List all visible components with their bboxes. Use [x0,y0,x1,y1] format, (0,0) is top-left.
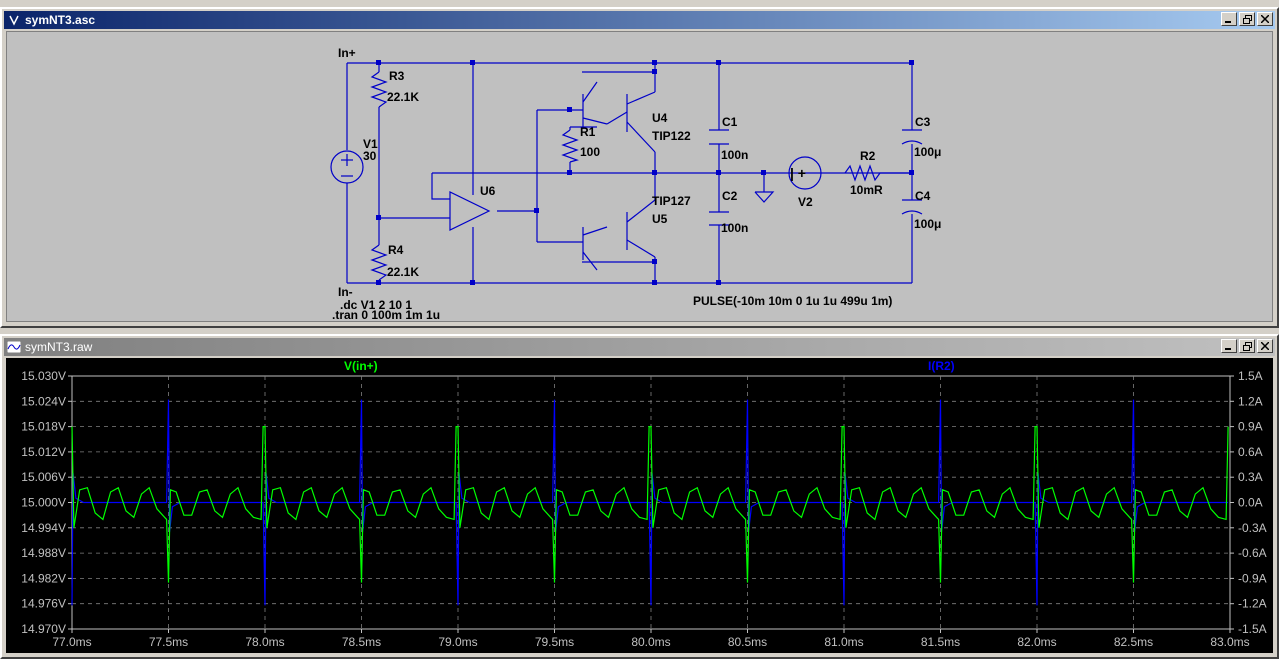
schematic-window: symNT3.asc [0,7,1279,328]
minimize-icon [1225,348,1231,350]
label-c4-value: 100μ [914,217,941,231]
label-r3-value: 22.1K [387,90,419,104]
label-r2-value: 10mR [850,183,883,197]
label-v1-value: 30 [363,149,377,163]
label-r2: R2 [860,149,876,163]
minimize-button[interactable] [1221,12,1237,26]
label-r1: R1 [580,125,596,139]
waveform-title: symNT3.raw [25,340,93,354]
y-right-tick-label: -0.3A [1238,521,1267,535]
dc-directive[interactable]: .dc V1 2 10 1 [340,298,412,312]
y-left-tick-label: 15.006V [21,470,66,484]
plot-axes: 77.0ms 77.5ms 78.0ms 78.5ms 79.0ms 79.5ms 80.0… [21,369,1266,649]
trace-label-i-r2[interactable]: I(R2) [928,359,955,373]
restore-button[interactable] [1239,12,1255,26]
label-r4: R4 [388,243,404,257]
y-left-tick-label: 15.012V [21,445,66,459]
label-in-plus: In+ [338,46,356,60]
y-left-tick-label: 14.982V [21,571,66,585]
waveform-icon [7,340,21,354]
label-u4: U4 [652,111,668,125]
x-tick-label: 82.0ms [1017,635,1056,649]
close-icon [1261,15,1269,23]
waveform-plot[interactable]: 77.0ms 77.5ms 78.0ms 78.5ms 79.0ms 79.5ms 80.0… [6,358,1273,653]
y-right-tick-label: 0.6A [1238,445,1263,459]
schematic-drawing: In+ R3 22.1K V1 30 U6 R4 22.1K In- .dc V… [330,46,941,322]
waveform-restore-button[interactable] [1239,339,1255,353]
restore-icon [1242,14,1252,24]
label-pulse[interactable]: PULSE(-10m 10m 0 1u 1u 499u 1m) [693,294,892,308]
x-tick-label: 79.5ms [535,635,574,649]
minimize-icon [1225,21,1231,23]
waveform-plot-pane[interactable]: 77.0ms 77.5ms 78.0ms 78.5ms 79.0ms 79.5ms 80.0… [6,358,1273,653]
x-tick-label: 78.5ms [342,635,381,649]
x-tick-label: 80.5ms [728,635,767,649]
y-left-tick-label: 15.030V [21,369,66,383]
label-r3: R3 [389,69,405,83]
label-u6: U6 [480,184,496,198]
y-right-tick-label: -0.9A [1238,571,1267,585]
label-c3: C3 [915,115,931,129]
x-tick-label: 81.5ms [921,635,960,649]
y-right-tick-label: 0.3A [1238,470,1263,484]
x-tick-label: 79.0ms [438,635,477,649]
y-left-tick-label: 15.000V [21,496,66,510]
x-tick-label: 83.0ms [1210,635,1249,649]
y-right-tick-label: 0.9A [1238,420,1263,434]
y-right-tick-label: -1.2A [1238,597,1267,611]
y-right-tick-label: 0.0A [1238,496,1263,510]
y-left-tick-label: 15.018V [21,420,66,434]
trace-i-r2[interactable] [71,399,1229,606]
y-left-tick-label: 14.994V [21,521,66,535]
plot-traces [71,399,1229,606]
y-left-tick-label: 15.024V [21,394,66,408]
ltspice-icon [7,13,21,27]
waveform-window: symNT3.raw 77.0ms 77.5ms 78.0ms 78.5ms 79.0m… [0,334,1279,659]
label-c2-value: 100n [721,221,748,235]
x-tick-label: 81.0ms [824,635,863,649]
trace-label-v-in-plus[interactable]: V(in+) [344,359,378,373]
x-tick-label: 82.5ms [1114,635,1153,649]
close-button[interactable] [1257,12,1273,26]
y-right-tick-label: 1.5A [1238,369,1263,383]
schematic-titlebar[interactable]: symNT3.asc [4,11,1275,29]
close-icon [1261,342,1269,350]
label-c4: C4 [915,189,931,203]
y-right-tick-label: -1.5A [1238,622,1267,636]
label-v1: V1 [363,137,378,151]
label-in-minus: In- [338,285,353,299]
v2-symbol: | + [790,165,806,181]
x-tick-label: 80.0ms [631,635,670,649]
schematic-title: symNT3.asc [25,13,96,27]
waveform-minimize-button[interactable] [1221,339,1237,353]
tran-directive[interactable]: .tran 0 100m 1m 1u [332,308,440,322]
label-u5-value: TIP127 [652,194,691,208]
label-r1-value: 100 [580,145,600,159]
label-c2: C2 [722,189,738,203]
y-left-tick-label: 14.976V [21,597,66,611]
schematic-canvas[interactable]: In+ R3 22.1K V1 30 U6 R4 22.1K In- .dc V… [6,31,1273,322]
y-right-tick-label: -0.6A [1238,546,1267,560]
restore-icon [1242,341,1252,351]
y-left-tick-label: 14.970V [21,622,66,636]
label-c1: C1 [722,115,738,129]
label-c3-value: 100μ [914,145,941,159]
x-tick-label: 77.0ms [52,635,91,649]
label-r4-value: 22.1K [387,265,419,279]
waveform-close-button[interactable] [1257,339,1273,353]
x-tick-label: 77.5ms [149,635,188,649]
y-left-tick-label: 14.988V [21,546,66,560]
y-right-tick-label: 1.2A [1238,394,1263,408]
label-u5: U5 [652,212,668,226]
waveform-titlebar[interactable]: symNT3.raw [4,338,1275,356]
x-tick-label: 78.0ms [245,635,284,649]
trace-v-in-plus[interactable] [71,426,1229,583]
label-c1-value: 100n [721,148,748,162]
label-v2: V2 [798,195,813,209]
label-u4-value: TIP122 [652,129,691,143]
